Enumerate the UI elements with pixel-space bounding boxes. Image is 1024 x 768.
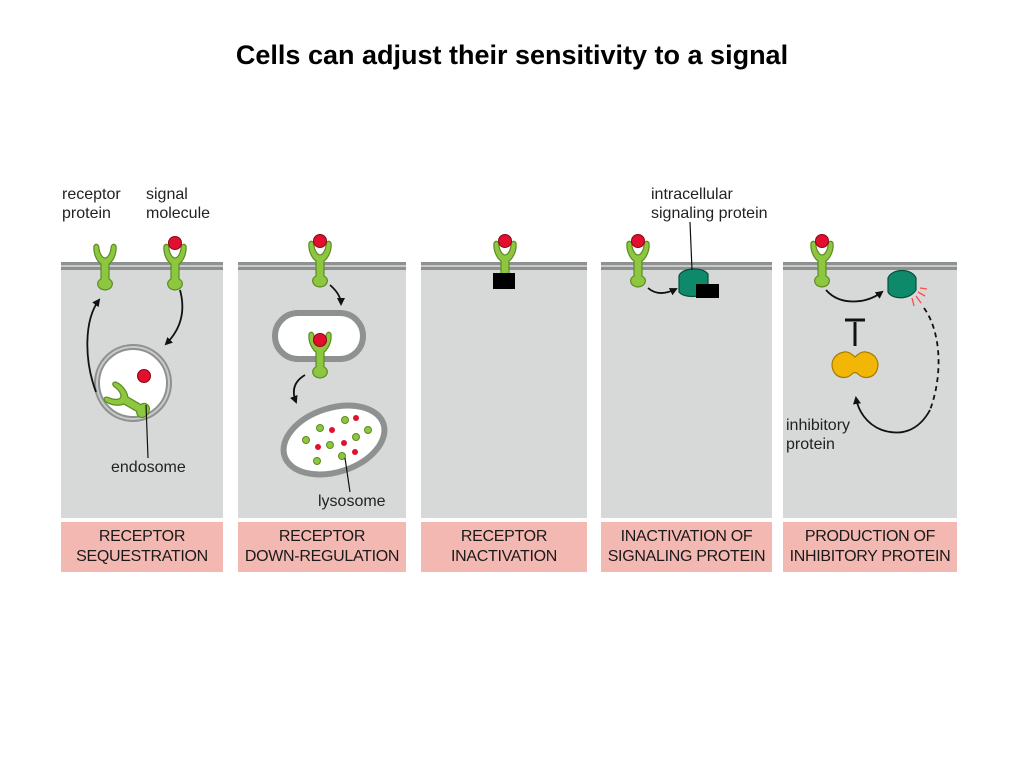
lysosome-vesicle xyxy=(280,402,388,478)
label-signal-molecule: signal molecule xyxy=(146,186,211,222)
panel-inactivation-of-signaling-protein xyxy=(601,262,772,518)
caption-receptor-down-regulation: RECEPTOR DOWN-REGULATION xyxy=(238,522,406,572)
panel-receptor-inactivation xyxy=(421,262,587,518)
signal-molecule xyxy=(313,333,327,347)
membrane xyxy=(783,262,957,270)
inhibitory-protein-shape xyxy=(831,351,879,379)
signal-molecule xyxy=(137,369,151,383)
caption-inactivation-of-signaling-protein: INACTIVATION OF SIGNALING PROTEIN xyxy=(601,522,772,572)
label-lysosome: lysosome xyxy=(318,493,386,510)
caption-receptor-inactivation: RECEPTOR INACTIVATION xyxy=(421,522,587,572)
receptor-protein xyxy=(93,243,117,291)
degraded-fragments xyxy=(302,415,372,465)
inactivating-block xyxy=(696,284,719,298)
membrane xyxy=(601,262,772,270)
label-inhibitory-protein: inhibitory protein xyxy=(786,417,851,453)
signal-molecule xyxy=(631,234,645,248)
signaling-protein xyxy=(887,269,917,299)
receptor-protein xyxy=(810,240,834,288)
receptor-protein xyxy=(308,240,332,288)
receptor-protein xyxy=(626,240,650,288)
receptor-protein xyxy=(163,243,187,291)
page-title: Cells can adjust their sensitivity to a … xyxy=(235,40,789,70)
caption-production-of-inhibitory-protein: PRODUCTION OF INHIBITORY PROTEIN xyxy=(783,522,957,572)
label-endosome: endosome xyxy=(111,459,186,476)
panel-production-of-inhibitory-protein xyxy=(783,262,957,518)
inactivating-block xyxy=(493,273,515,289)
activity-burst xyxy=(911,287,928,307)
signal-molecule xyxy=(815,234,829,248)
signal-molecule xyxy=(313,234,327,248)
caption-receptor-sequestration: RECEPTOR SEQUESTRATION xyxy=(61,522,223,572)
membrane xyxy=(61,262,223,270)
label-receptor-protein: receptor protein xyxy=(62,186,121,222)
signal-molecule xyxy=(168,236,182,250)
signal-molecule xyxy=(498,234,512,248)
label-intracellular-signaling-protein: intracellular signaling protein xyxy=(651,186,768,222)
